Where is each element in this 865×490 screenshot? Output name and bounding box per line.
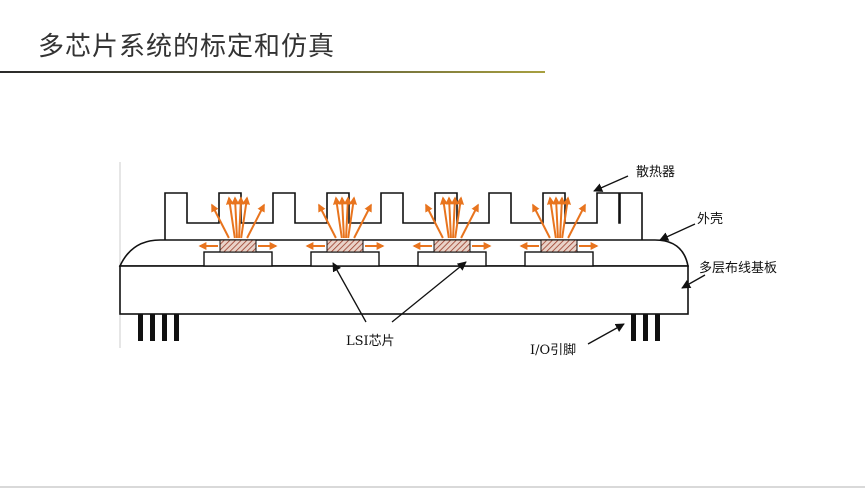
pin-left-4 <box>174 314 179 341</box>
heat-arrow-up-3-2 <box>439 196 450 239</box>
label-heatsink: 散热器 <box>636 165 675 180</box>
heat-arrow-up-4-6 <box>567 203 586 239</box>
bottom-rule <box>0 486 865 488</box>
chip-callout-line-2 <box>391 261 467 323</box>
chips <box>203 239 594 267</box>
substrate <box>119 265 689 315</box>
pins-callout-line <box>587 323 625 345</box>
label-io-pins: I/O引脚 <box>530 342 576 358</box>
heat-arrow-up-3-4 <box>450 196 459 239</box>
label-substrate: 多层布线基板 <box>699 260 777 276</box>
heat-arrow-up-3-5 <box>454 196 465 239</box>
heat-arrow-up-2-2 <box>332 196 343 239</box>
heat-arrow-up-3-3 <box>445 196 454 239</box>
chip-carrier-2 <box>310 251 380 267</box>
heat-arrow-up-4-1 <box>532 203 551 239</box>
chip-carrier-4 <box>524 251 594 267</box>
heat-arrow-up-1-3 <box>231 196 240 239</box>
pin-right-1 <box>631 314 636 341</box>
pin-left-2 <box>150 314 155 341</box>
lsi-chip-2 <box>326 239 364 253</box>
heat-arrow-up-2-1 <box>318 203 337 239</box>
heat-arrow-up-2-3 <box>338 196 347 239</box>
heat-arrow-up-2-4 <box>343 196 352 239</box>
title-underline <box>0 71 545 73</box>
heat-arrow-up-1-5 <box>240 196 251 239</box>
heat-flow-arrows <box>198 196 599 250</box>
heat-arrow-up-2-6 <box>353 203 372 239</box>
heat-arrow-up-4-5 <box>561 196 572 239</box>
pin-left-3 <box>162 314 167 341</box>
heat-arrow-up-3-6 <box>460 203 479 239</box>
heat-arrow-up-1-2 <box>225 196 236 239</box>
lsi-chip-3 <box>433 239 471 253</box>
slide-title: 多芯片系统的标定和仿真 <box>38 32 336 62</box>
io-pins <box>138 314 660 341</box>
shell-callout-line <box>659 223 696 241</box>
chip-callout-line-1 <box>332 262 367 323</box>
heatsink-callout-line <box>593 175 629 192</box>
heat-arrow-up-4-4 <box>557 196 566 239</box>
substrate-callout-line <box>681 274 706 289</box>
heat-arrow-up-3-1 <box>425 203 444 239</box>
heat-arrow-up-1-6 <box>246 203 265 239</box>
label-shell: 外壳 <box>697 212 723 227</box>
label-lsi-chip: LSI芯片 <box>346 334 395 349</box>
pin-right-3 <box>655 314 660 341</box>
chip-carrier-1 <box>203 251 273 267</box>
heat-arrow-up-4-3 <box>552 196 561 239</box>
pin-left-1 <box>138 314 143 341</box>
chip-carrier-3 <box>417 251 487 267</box>
heat-arrow-up-4-2 <box>546 196 557 239</box>
heat-arrow-up-1-4 <box>236 196 245 239</box>
heat-arrow-up-2-5 <box>347 196 358 239</box>
callouts <box>332 175 706 345</box>
lsi-chip-1 <box>219 239 257 253</box>
heat-arrow-up-1-1 <box>211 203 230 239</box>
lsi-chip-4 <box>540 239 578 253</box>
pin-right-2 <box>643 314 648 341</box>
